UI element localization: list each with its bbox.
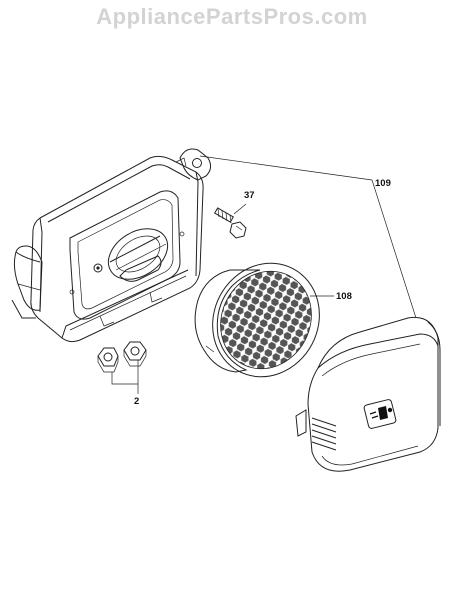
screw-part-37 bbox=[214, 207, 247, 239]
hex-nuts-part-2 bbox=[97, 341, 147, 373]
watermark-text: AppliancePartsPros.com bbox=[96, 4, 368, 29]
callout-109: 109 bbox=[375, 178, 391, 189]
callout-37: 37 bbox=[244, 190, 255, 201]
air-filter-cover-part-109 bbox=[295, 316, 441, 472]
cover-vent-slots bbox=[311, 417, 337, 451]
callout-108: 108 bbox=[336, 291, 352, 302]
air-filter-base bbox=[11, 148, 212, 343]
leader-lines bbox=[111, 155, 417, 394]
air-filter-element-part-108 bbox=[194, 262, 320, 378]
callout-2: 2 bbox=[134, 396, 139, 407]
air-filter-symbol-icon bbox=[363, 399, 397, 429]
